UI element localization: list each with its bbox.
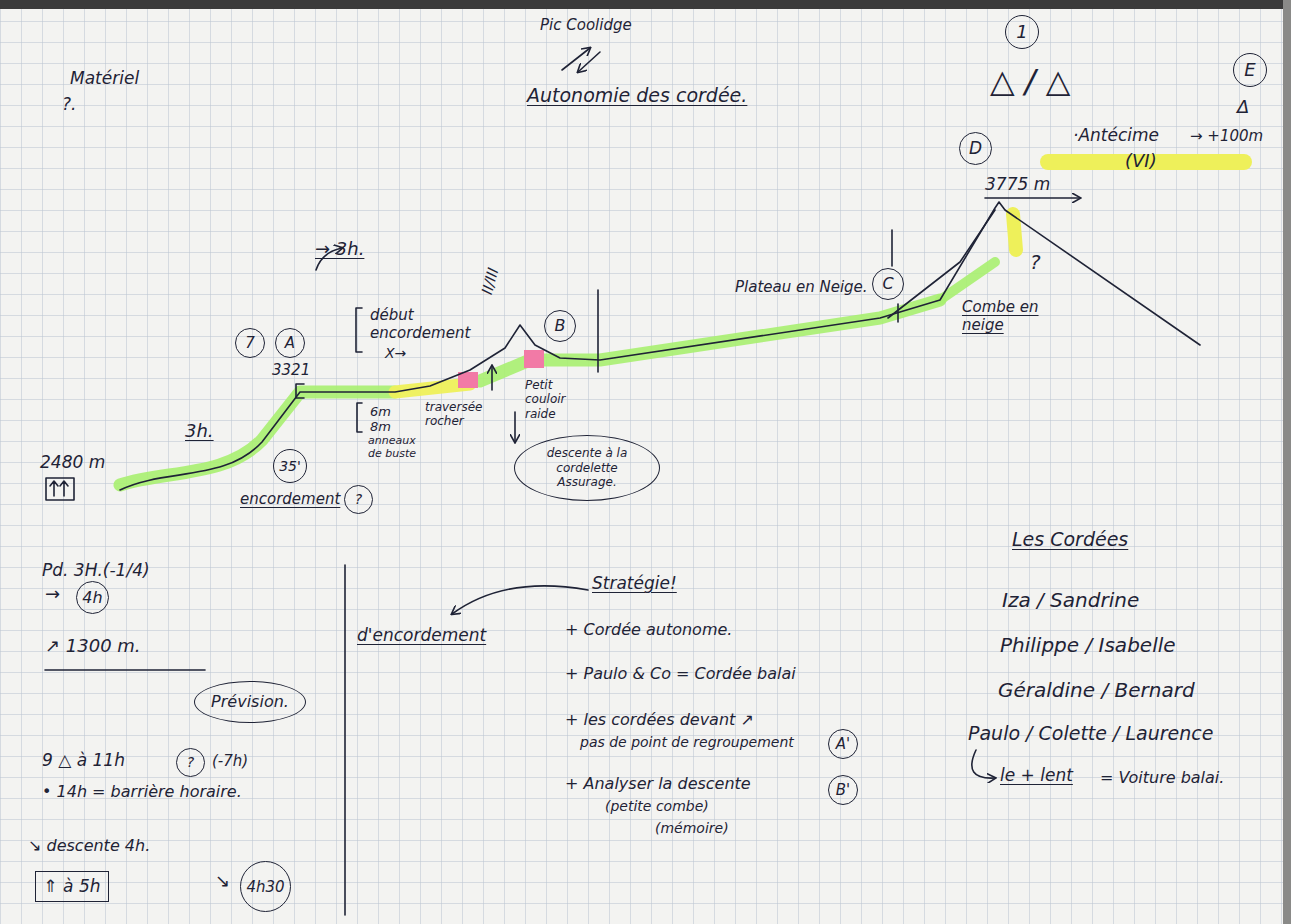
marker-circle: ? [176,748,205,777]
note-text: ↗ 1300 m. [45,635,141,657]
note-text: ↘ [215,870,230,892]
note-text: 2480 m [40,452,105,472]
note-text: Δ [1237,96,1249,118]
note-text: traversée rocher [425,400,481,429]
node-text: ? [187,754,194,771]
note-text: + Cordée autonome. [565,620,732,639]
note-text: 8m [370,419,391,435]
note-text: Iza / Sandrine [1002,588,1139,612]
node-text: B' [836,781,850,799]
node-text: 1 [1016,21,1027,43]
node-text: A' [836,735,850,753]
note-text: + Analyser la descente [565,774,751,793]
note-text: ↘ descente 4h. [28,836,150,855]
node-text: B [555,316,566,335]
node-text: 7 [245,334,255,352]
marker-circle: E [1233,53,1267,87]
note-text: △ / △ [990,62,1070,100]
marker-circle: 35' [273,449,307,483]
note-text: encordement [240,490,340,508]
note-text: → 3h. [315,238,364,260]
note-text: Les Cordées [1012,528,1128,551]
node-text: ? [355,491,362,508]
marker-circle: B' [828,775,858,805]
node-text: D [969,138,982,158]
note-text: Paulo / Colette / Laurence [968,722,1213,745]
node-text: 4h [82,588,102,607]
note-text: Autonomie des cordée. [527,84,747,107]
note-text: ?. [62,94,76,114]
note-text: II/III [478,266,502,297]
note-text: → +100m [1190,127,1263,145]
marker-circle: A' [828,729,858,759]
note-text: 3775 m [985,174,1050,194]
node-text: Prévision. [211,692,289,711]
node-text: A [285,334,295,352]
page-title: Pic Coolidge [540,16,632,34]
note-text: 9 △ à 11h [42,750,125,770]
marker-circle: C [872,268,904,300]
note-text: le + lent [1000,765,1073,785]
note-text: → [45,583,60,605]
time-box: ⇑ à 5h [35,871,109,902]
note-text: ? [1030,250,1041,274]
note-text: (mémoire) [655,820,729,837]
node-text: C [882,274,893,293]
node-text: 35' [279,458,301,475]
note-ellipse: descente à la cordelette Assurage. [514,435,660,501]
note-text: (petite combe) [605,798,709,815]
note-text: Pd. 3H.(-1/4) [42,560,150,580]
note-text: Plateau en Neige. [735,278,868,296]
note-text: Géraldine / Bernard [998,678,1195,702]
note-text: (-7h) [212,752,248,770]
note-text: Philippe / Isabelle [1000,633,1176,657]
note-ellipse: Prévision. [194,681,306,723]
note-text: anneaux de buste [368,434,420,460]
note-text: = Voiture balai. [1100,768,1224,787]
note-text: ·Antécime [1073,125,1159,145]
marker-circle: D [959,132,992,165]
note-text: d'encordement [357,625,486,645]
note-text: début encordement [370,306,452,342]
note-text: + Paulo & Co = Cordée balai [565,664,796,683]
node-text: 4h30 [246,878,284,896]
note-text: Matériel [70,68,139,88]
marker-circle: A [275,328,305,358]
note-text: Stratégie! [592,573,677,593]
note-text: (VI) [1125,150,1157,172]
node-text: descente à la cordelette Assurage. [531,446,643,489]
marker-circle: ? [344,485,373,514]
note-text: X→ [385,345,406,362]
note-text: • 14h = barrière horaire. [42,782,242,801]
marker-circle: 1 [1005,15,1039,49]
marker-circle: 4h30 [240,861,291,912]
note-text: 6m [370,404,391,420]
note-text: Petit couloir raide [525,378,581,421]
note-text: 3h. [185,420,214,442]
note-text: Combe en neige [962,298,1044,334]
node-text: ⇑ à 5h [43,876,100,896]
note-text: pas de point de regroupement [580,734,794,751]
marker-circle: 7 [235,328,265,358]
note-text: + les cordées devant ↗ [565,710,754,729]
marker-circle: 4h [76,581,109,614]
note-text: 3321 [272,361,310,379]
node-text: E [1244,59,1255,81]
marker-circle: B [544,310,576,342]
